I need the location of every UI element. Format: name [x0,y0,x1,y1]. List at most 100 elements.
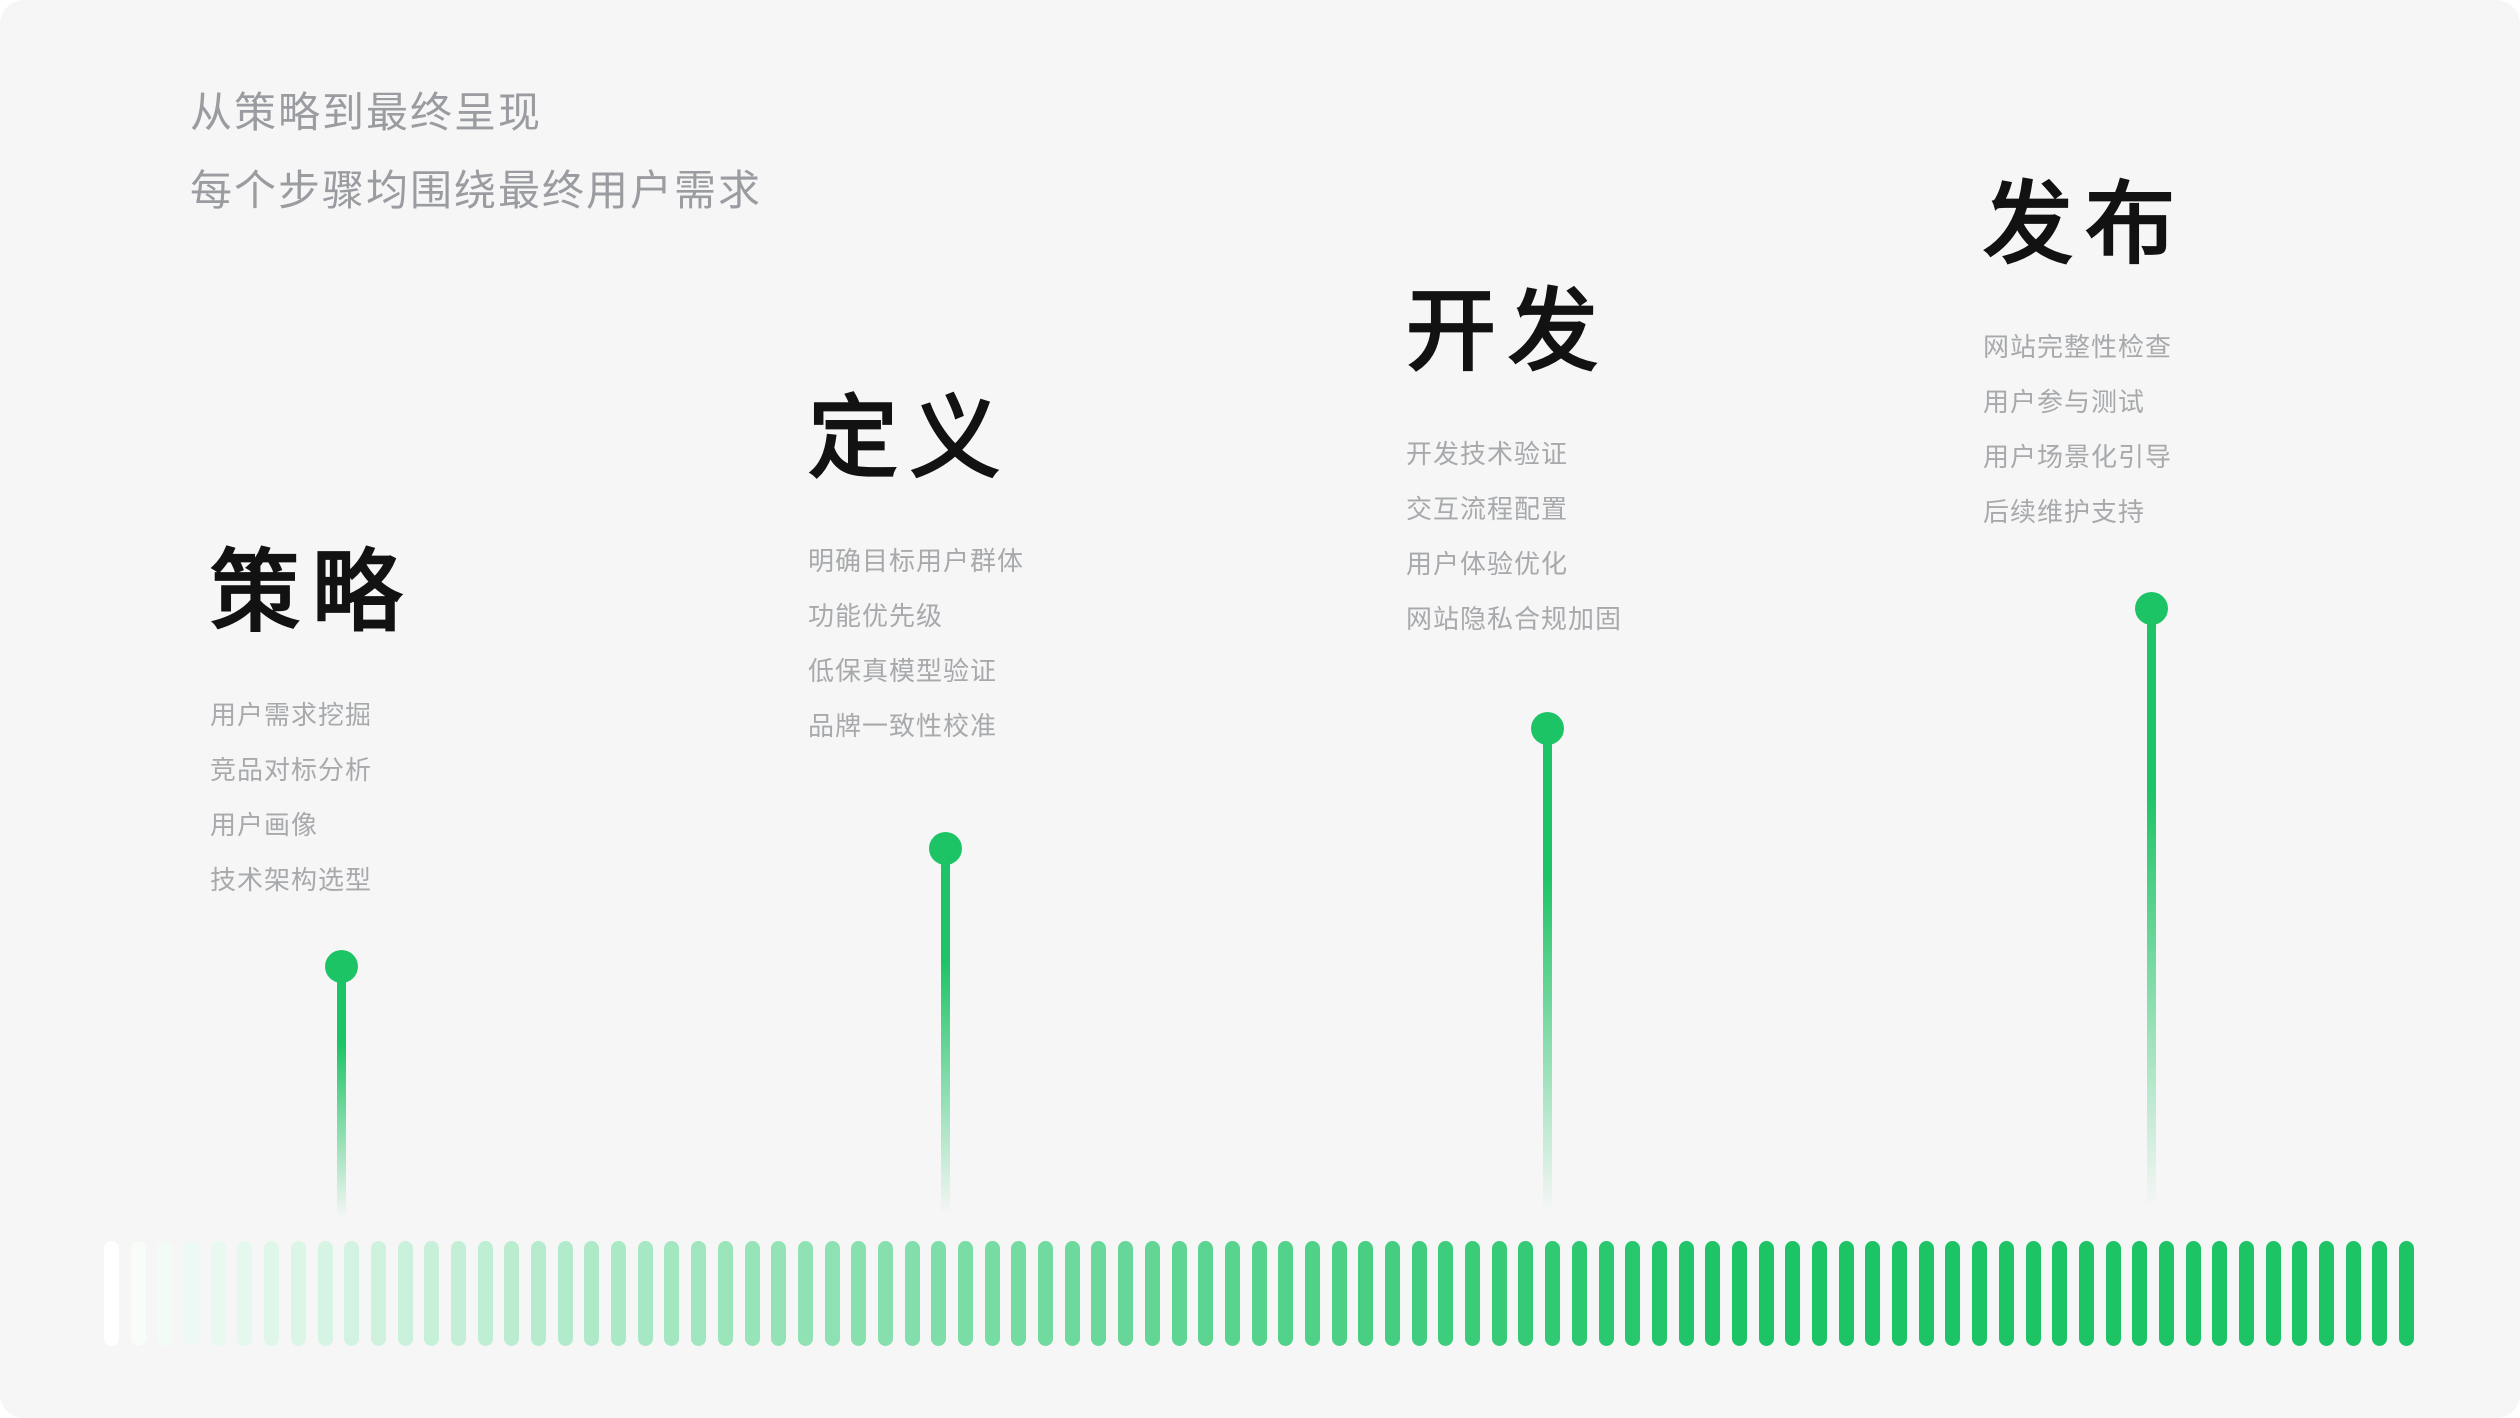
milestone-stem [1542,728,1552,1225]
timeline-bar [2132,1241,2148,1346]
timeline-bar [1678,1241,1694,1346]
timeline-bar [1758,1241,1774,1346]
milestone-stem [2146,608,2156,1225]
timeline-bar [1518,1241,1534,1346]
timeline-bar [744,1241,760,1346]
timeline-bar [1651,1241,1667,1346]
timeline-bar [611,1241,627,1346]
timeline-bar [984,1241,1000,1346]
stage-item: 用户场景化引导 [1983,442,2173,472]
timeline-bar [851,1241,867,1346]
timeline-bar [1865,1241,1881,1346]
timeline-bar [2158,1241,2174,1346]
timeline-bar [1918,1241,1934,1346]
timeline-bar [1705,1241,1721,1346]
timeline-bar [1251,1241,1267,1346]
timeline-bar [2345,1241,2361,1346]
timeline-bar [2319,1241,2335,1346]
page-subtitle: 从策略到最终呈现 每个步骤均围绕最终用户需求 [190,74,762,230]
timeline-bar [2292,1241,2308,1346]
stage-item: 后续维护支持 [1983,497,2146,527]
timeline-bar [1091,1241,1107,1346]
stage-launch-title: 发布 [1983,175,2187,275]
timeline-bar [2185,1241,2201,1346]
timeline-bar [2105,1241,2121,1346]
timeline-bar [130,1241,146,1346]
timeline-bar [1064,1241,1080,1346]
stage-item: 用户画像 [210,810,319,840]
timeline-bar [2399,1241,2415,1346]
subtitle-line-2: 每个步骤均围绕最终用户需求 [190,167,763,214]
stage-item: 功能优先级 [808,601,944,631]
stage-define-item-list: 明确目标用户群体 功能优先级 低保真模型验证 品牌一致性校准 [808,534,1328,754]
milestone-stem [336,966,346,1225]
timeline-bar [904,1241,920,1346]
stage-define: 定义 明确目标用户群体 功能优先级 低保真模型验证 品牌一致性校准 [808,394,1328,754]
stage-item: 用户参与测试 [1983,387,2146,417]
timeline-bar [691,1241,707,1346]
stage-item: 用户需求挖掘 [210,700,373,730]
timeline-bar [184,1241,200,1346]
timeline-bar [1011,1241,1027,1346]
timeline-bar [824,1241,840,1346]
timeline-bar [1545,1241,1561,1346]
timeline-bar [1998,1241,2014,1346]
timeline-bar [531,1241,546,1346]
timeline-gradient-bars [104,1241,2415,1346]
timeline-bar [717,1241,733,1346]
timeline-bar [1731,1241,1747,1346]
timeline-bar [370,1241,386,1346]
timeline-bar [2372,1241,2388,1346]
timeline-bar [931,1241,947,1346]
timeline-bar [1358,1241,1374,1346]
stage-item: 交互流程配置 [1406,494,1569,524]
stage-develop-title: 开发 [1406,282,1610,382]
timeline-bar [584,1241,600,1346]
milestone-dot-icon [324,949,358,983]
timeline-bar [477,1241,493,1346]
timeline-bar [237,1241,253,1346]
timeline-bar [877,1241,893,1346]
stage-develop-item-list: 开发技术验证 交互流程配置 用户体验优化 网站隐私合规加固 [1406,427,1926,647]
stage-define-title: 定义 [808,389,1012,489]
timeline-bar [637,1241,653,1346]
timeline-bar [1198,1241,1214,1346]
timeline-bar [1438,1241,1454,1346]
milestone-dot-icon [1530,711,1564,745]
timeline-bar [157,1241,173,1346]
timeline-bar [1625,1241,1641,1346]
timeline-bar [2212,1241,2228,1346]
stage-strategy-item-list: 用户需求挖掘 竞品对标分析 用户画像 技术架构选型 [210,688,730,908]
timeline-bar [1465,1241,1481,1346]
stage-launch: 发布 网站完整性检查 用户参与测试 用户场景化引导 后续维护支持 [1983,180,2503,540]
timeline-bar [504,1241,520,1346]
timeline-bar [1812,1241,1827,1346]
stage-strategy-title: 策略 [210,543,414,643]
timeline-bar [2025,1241,2041,1346]
stage-item: 明确目标用户群体 [808,546,1025,576]
timeline-bar [664,1241,680,1346]
timeline-bar [1785,1241,1801,1346]
timeline-bar [450,1241,466,1346]
timeline-bar [797,1241,813,1346]
stage-item: 品牌一致性校准 [808,711,998,741]
timeline-bar [771,1241,787,1346]
timeline-bar [1972,1241,1988,1346]
stage-item: 竞品对标分析 [210,755,373,785]
timeline-bar [1118,1241,1134,1346]
timeline-bar [2265,1241,2281,1346]
timeline-bar [344,1241,360,1346]
milestone-stem [940,848,950,1225]
timeline-bar [317,1241,333,1346]
timeline-bar [1838,1241,1854,1346]
timeline-bar [264,1241,280,1346]
timeline-bar [1224,1241,1240,1346]
stage-item: 开发技术验证 [1406,439,1569,469]
timeline-bar [1144,1241,1160,1346]
timeline-bar [2078,1241,2094,1346]
milestone-dot-icon [928,831,962,865]
timeline-bar [958,1241,973,1346]
timeline-bar [1945,1241,1961,1346]
timeline-bar [1331,1241,1347,1346]
